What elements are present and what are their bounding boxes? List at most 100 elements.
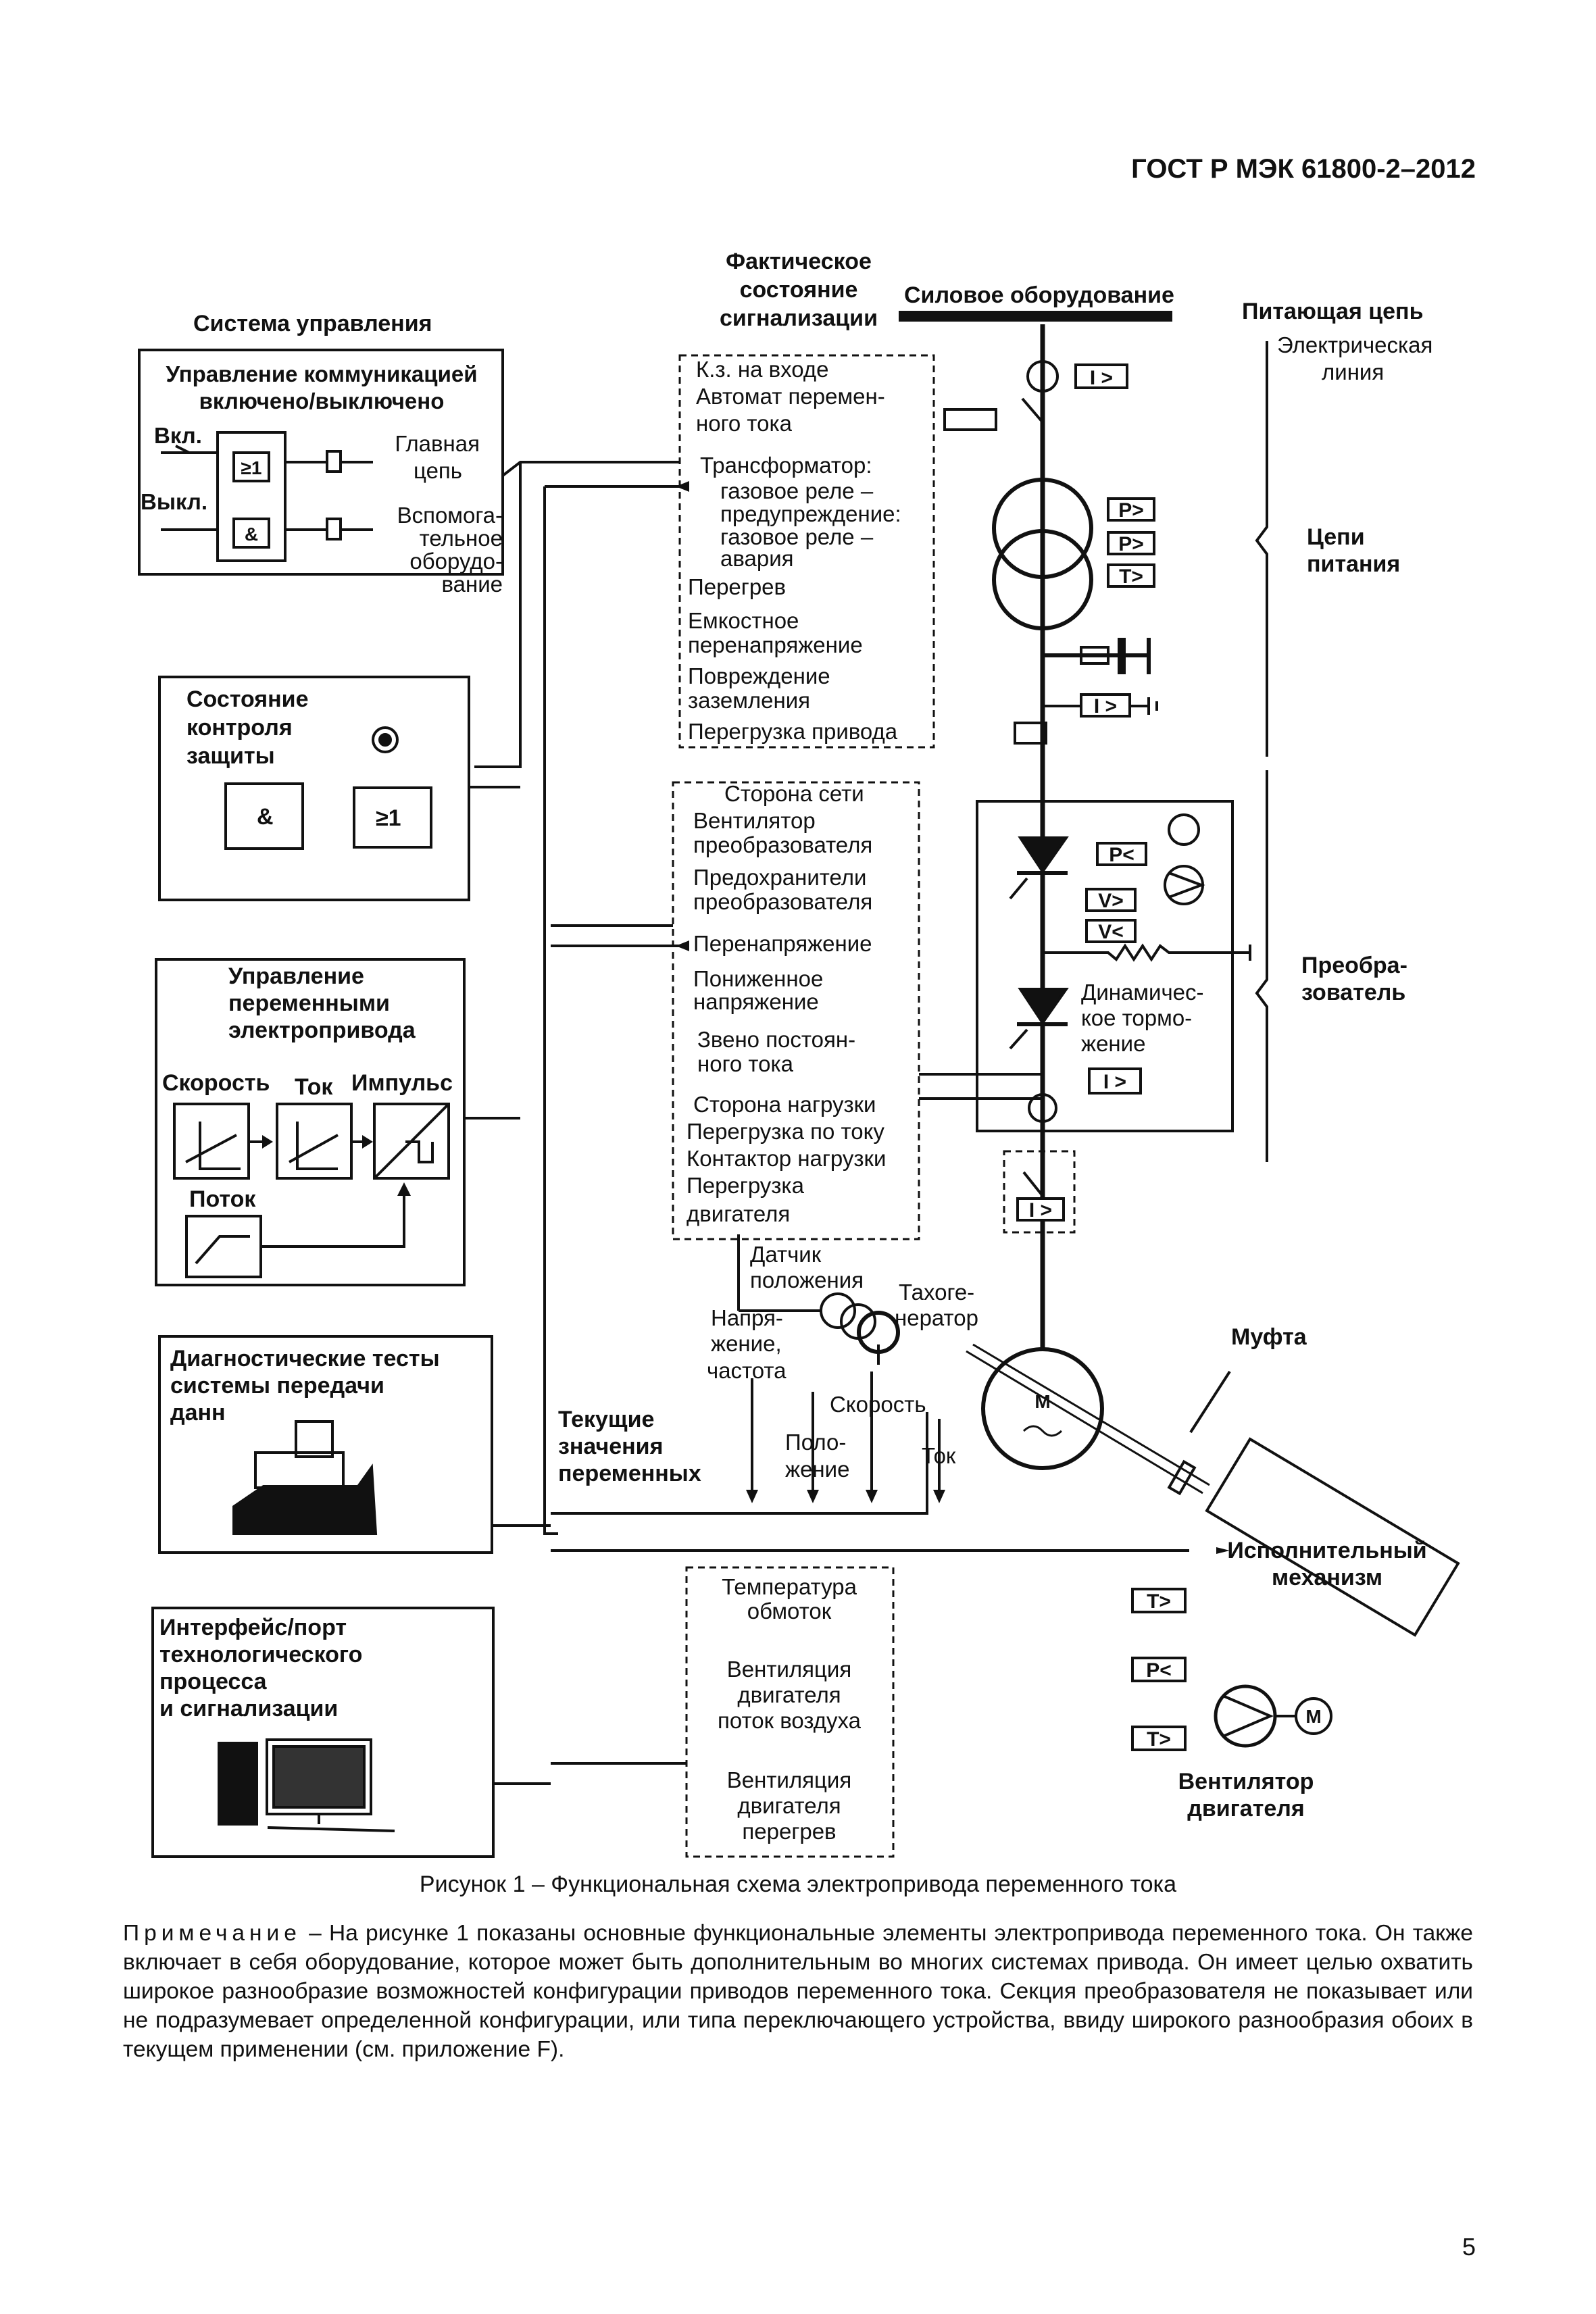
diag-title-2: системы передачи	[170, 1373, 384, 1399]
figure-caption: Рисунок 1 – Функциональная схема электро…	[419, 1871, 1177, 1897]
prot-and: &	[257, 804, 274, 830]
drive-current: Ток	[295, 1074, 333, 1100]
relay-fan-power-2: P<	[1146, 1659, 1172, 1682]
sig-bot-3: двигателя	[737, 1682, 841, 1707]
sig-top-2: ного тока	[696, 411, 793, 436]
sig-mid-1: Вентилятор	[693, 808, 816, 833]
iface-title-1: Интерфейс/порт	[159, 1615, 347, 1640]
sig-top-4: газовое реле –	[720, 478, 874, 503]
standard-header: ГОСТ Р МЭК 61800-2–2012	[1131, 154, 1476, 184]
comm-or: ≥1	[241, 457, 262, 478]
col-power-title: Силовое оборудование	[904, 282, 1174, 308]
fan-motor-label: M	[1305, 1706, 1321, 1727]
sensor-position-1: Поло-	[785, 1430, 846, 1455]
relay-temp: T>	[1119, 565, 1143, 588]
drive-pulse: Импульс	[351, 1070, 453, 1096]
sig-top-8: Перегрев	[688, 574, 786, 599]
comm-on: Вкл.	[154, 423, 202, 448]
signal-box-top	[678, 354, 935, 749]
col-control-title: Система управления	[193, 311, 432, 336]
comm-aux-2: тельное	[420, 526, 503, 551]
braking-1: Динамичес-	[1081, 980, 1204, 1005]
comm-main-2: цепь	[414, 458, 462, 483]
sig-mid-7: напряжение	[693, 989, 819, 1014]
sig-mid-5: Перенапряжение	[693, 931, 872, 956]
iface-box	[151, 1607, 495, 1858]
sig-top-5: предупреждение:	[720, 501, 901, 526]
sig-top-9: Емкостное	[688, 608, 799, 633]
relay-current-top: I >	[1090, 367, 1113, 389]
col-signal-title-3: сигнализации	[720, 305, 878, 331]
supply-converter-2: зователь	[1301, 980, 1405, 1005]
prot-title-3: защиты	[186, 743, 275, 769]
relay-power-2: P>	[1118, 533, 1144, 555]
relay-load-current: I >	[1029, 1199, 1052, 1222]
supply-line-1: Электрическая	[1277, 332, 1432, 357]
fan-label-2: двигателя	[1187, 1796, 1304, 1821]
relay-fan-power: P<	[1109, 844, 1134, 866]
iface-title-4: и сигнализации	[159, 1696, 338, 1721]
sig-top-0: К.з. на входе	[696, 357, 829, 382]
sig-mid-8: Звено постоян-	[697, 1027, 855, 1052]
comm-aux-4: вание	[441, 572, 503, 597]
relay-overvoltage: V>	[1098, 890, 1124, 912]
comm-title-2: включено/выключено	[199, 388, 445, 413]
supply-circuits-2: питания	[1307, 551, 1400, 577]
sig-mid-3: Предохранители	[693, 865, 867, 890]
relay-actuator-temp: T>	[1147, 1590, 1171, 1613]
drive-control-box	[155, 958, 466, 1286]
sig-bot-5: Вентиляция	[727, 1767, 851, 1792]
sig-top-12: заземления	[688, 688, 810, 713]
sig-mid-2: преобразователя	[693, 832, 872, 857]
functional-diagram: I > P> P> T> I > P< V> V< I > I > T> P< …	[138, 249, 1460, 1858]
sig-top-1: Автомат перемен-	[696, 384, 885, 409]
prot-or: ≥1	[376, 805, 401, 831]
sig-top-6: газовое реле –	[720, 524, 874, 549]
comm-aux-3: оборудо-	[409, 549, 503, 574]
sig-bot-2: Вентиляция	[727, 1657, 851, 1682]
drive-title-2: переменными	[228, 990, 390, 1016]
motor-label: M	[1034, 1391, 1050, 1412]
braking-2: кое тормо-	[1081, 1005, 1192, 1030]
comm-title-1: Управление коммуникацией	[166, 361, 477, 386]
current-values-3: переменных	[558, 1461, 701, 1486]
current-values-1: Текущие	[558, 1407, 654, 1432]
drive-flux: Поток	[189, 1186, 256, 1212]
sig-top-10: перенапряжение	[688, 632, 863, 657]
coupling-label: Муфта	[1231, 1324, 1307, 1350]
drive-speed: Скорость	[162, 1070, 270, 1096]
actuator-2: механизм	[1272, 1565, 1382, 1590]
current-values-2: значения	[558, 1434, 663, 1459]
sig-mid-12: Контактор нагрузки	[687, 1146, 886, 1171]
relay-undervoltage: V<	[1098, 921, 1124, 943]
relay-power-1: P>	[1118, 499, 1144, 522]
sig-mid-9: ного тока	[697, 1051, 794, 1076]
iface-title-3: процесса	[159, 1669, 268, 1694]
sig-bot-4: поток воздуха	[718, 1708, 862, 1733]
prot-title-2: контроля	[186, 715, 293, 740]
col-signal-title-1: Фактическое	[726, 249, 872, 274]
sensor-current: Ток	[922, 1443, 956, 1468]
signal-box-mid	[672, 781, 920, 1240]
diag-box	[158, 1335, 493, 1554]
comm-off: Выкл.	[141, 489, 207, 514]
relay-converter-current: I >	[1103, 1071, 1126, 1093]
supply-circuits-1: Цепи	[1307, 524, 1365, 550]
sig-mid-14: двигателя	[687, 1201, 790, 1226]
sig-bot-7: перегрев	[742, 1819, 836, 1844]
supply-line-2: линия	[1322, 359, 1384, 384]
relay-earth-current: I >	[1094, 695, 1117, 718]
figure-note: Примечание – На рисунке 1 показаны основ…	[123, 1919, 1473, 2064]
sig-bot-1: обмоток	[747, 1599, 832, 1624]
sig-top-7: авария	[720, 546, 794, 571]
comm-main-1: Главная	[395, 431, 480, 456]
note-lead: Примечание	[123, 1921, 301, 1946]
sig-top-3: Трансформатор:	[700, 453, 872, 478]
converter-box	[976, 800, 1234, 1132]
relay-fan-temp: T>	[1147, 1728, 1171, 1751]
sensor-volt-1: Напря-	[711, 1305, 783, 1330]
sig-bot-0: Температура	[722, 1574, 857, 1599]
sensor-pos-2: положения	[750, 1267, 864, 1292]
prot-title-1: Состояние	[186, 686, 309, 712]
sig-mid-11: Перегрузка по току	[687, 1119, 884, 1144]
